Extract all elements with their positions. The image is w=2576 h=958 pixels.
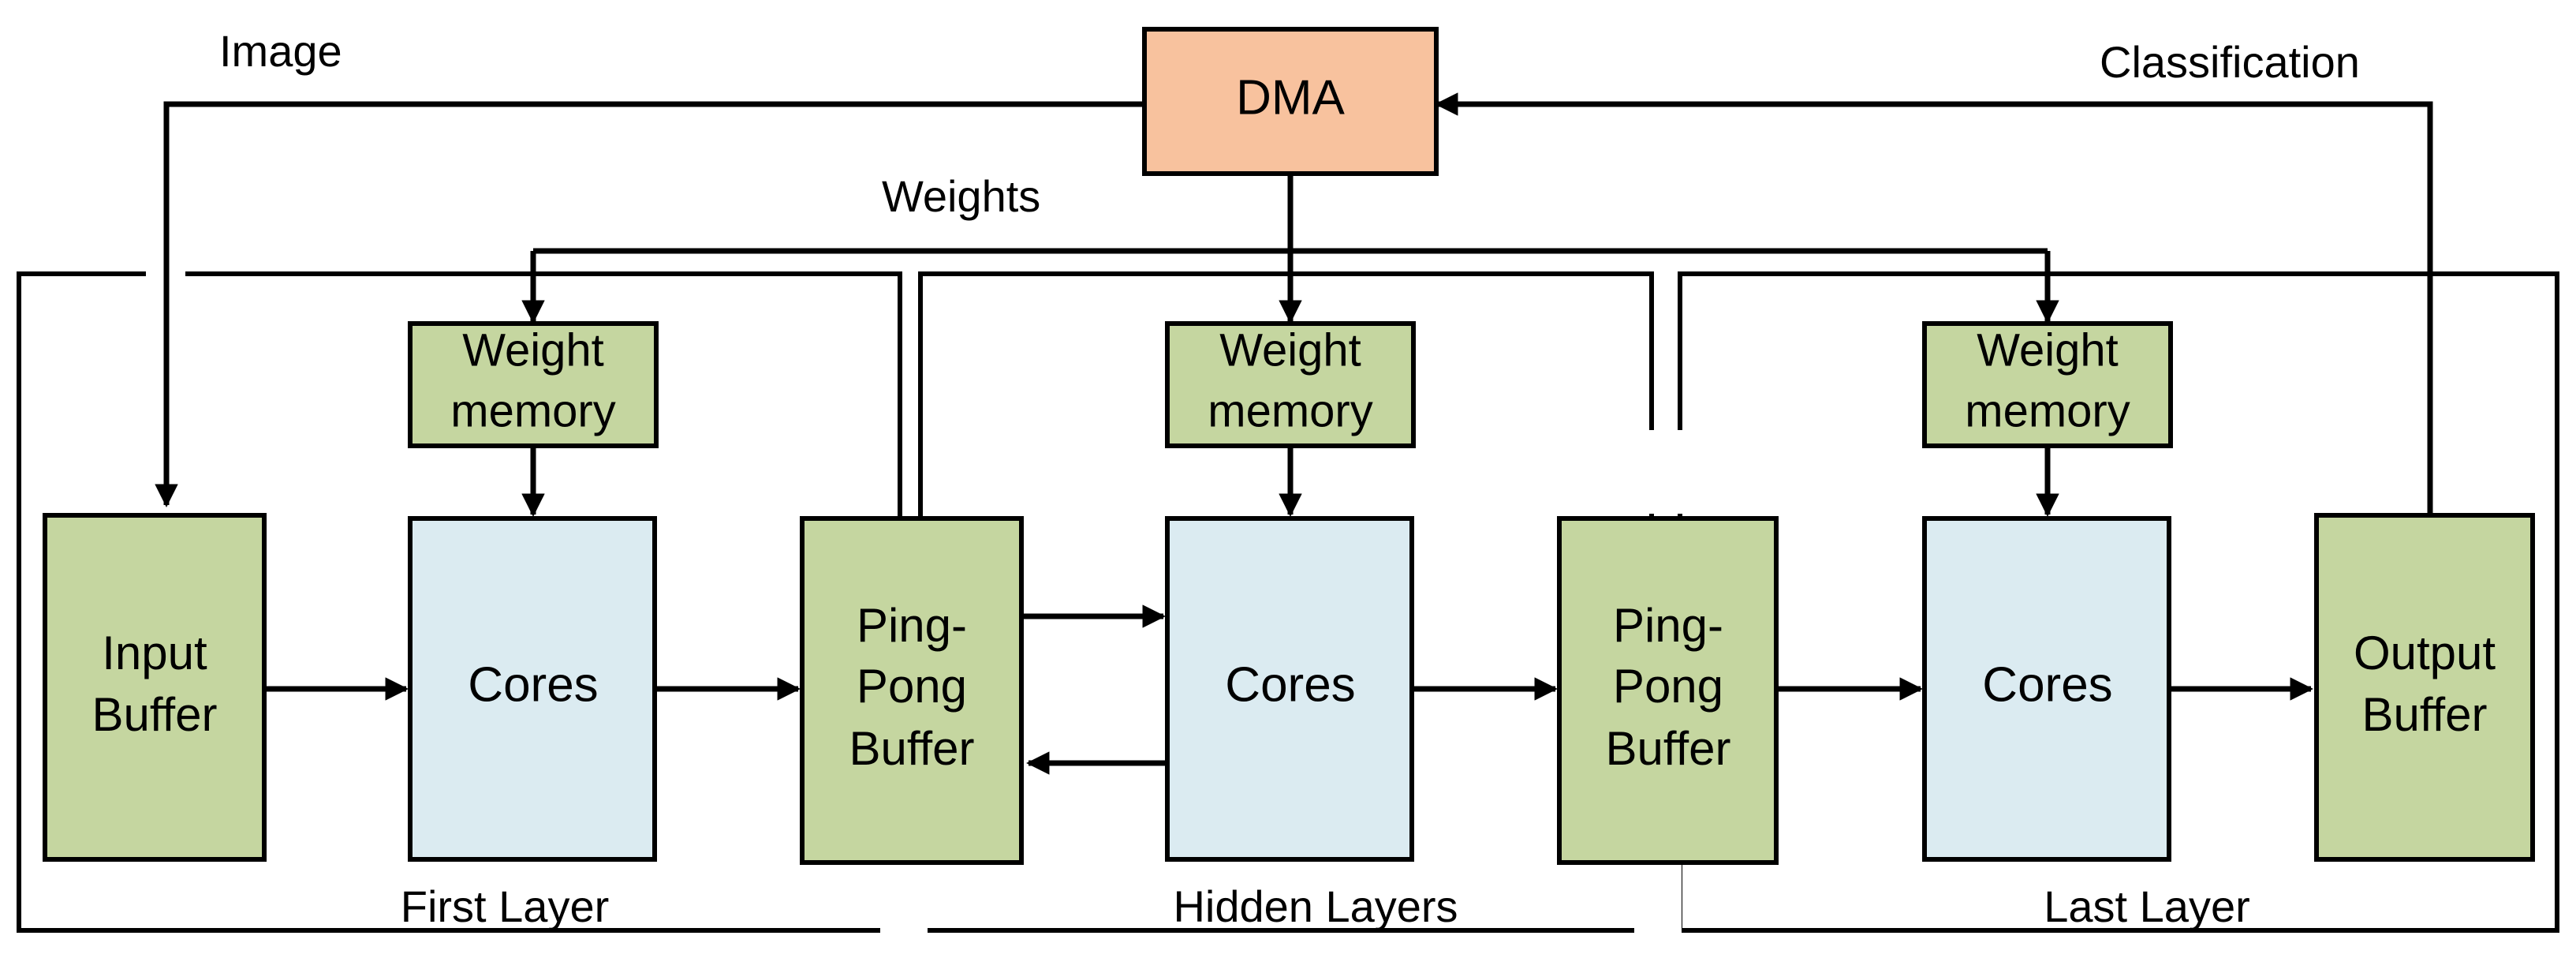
input-buffer-label: Input [102,627,207,679]
ping-pong-label: Pong [857,660,967,713]
hidden-weight-memory: Weight memory [1165,321,1416,448]
ping-pong-label: Ping- [857,599,967,652]
ping-pong-buffer-1: Ping- Pong Buffer [800,516,1024,865]
ping-pong-label: Pong [1613,660,1723,713]
connections [155,92,2433,775]
weight-memory-label: memory [1208,385,1372,436]
ping-pong-buffer-2: Ping- Pong Buffer [1557,516,1779,865]
output-buffer-label: Output [2354,627,2496,679]
last-layer-label: Last Layer [2044,881,2250,931]
frame-gaps [146,265,1685,941]
image-label: Image [219,26,342,76]
first-layer-label: First Layer [401,881,610,931]
first-cores-block: Cores [408,516,657,862]
weights-label: Weights [882,171,1040,221]
cores-label: Cores [468,657,598,712]
last-cores-block: Cores [1922,516,2171,862]
weight-memory-label: memory [1965,385,2130,436]
weight-memory-label: Weight [1977,324,2118,376]
hidden-layers-label: Hidden Layers [1173,881,1458,931]
weight-memory-label: Weight [1219,324,1361,376]
last-weight-memory: Weight memory [1922,321,2173,448]
input-buffer-block: Input Buffer [43,513,267,862]
image-wire [155,101,1142,507]
output-buffer-block: Output Buffer [2314,513,2535,862]
classification-wire [1435,92,2433,513]
hidden-cores-block: Cores [1165,516,1414,862]
first-weight-memory: Weight memory [408,321,659,448]
classification-label: Classification [2100,37,2360,87]
dma-label: DMA [1236,70,1345,125]
ping-pong-label: Buffer [849,722,975,775]
input-buffer-label: Buffer [92,688,218,741]
dma-block: DMA [1142,27,1439,176]
ping-pong-label: Buffer [1606,722,1731,775]
cores-label: Cores [1225,657,1355,712]
weight-memory-label: Weight [462,324,603,376]
ping-pong-label: Ping- [1613,599,1723,652]
cores-label: Cores [1982,657,2112,712]
output-buffer-label: Buffer [2362,688,2488,741]
weight-memory-label: memory [450,385,615,436]
